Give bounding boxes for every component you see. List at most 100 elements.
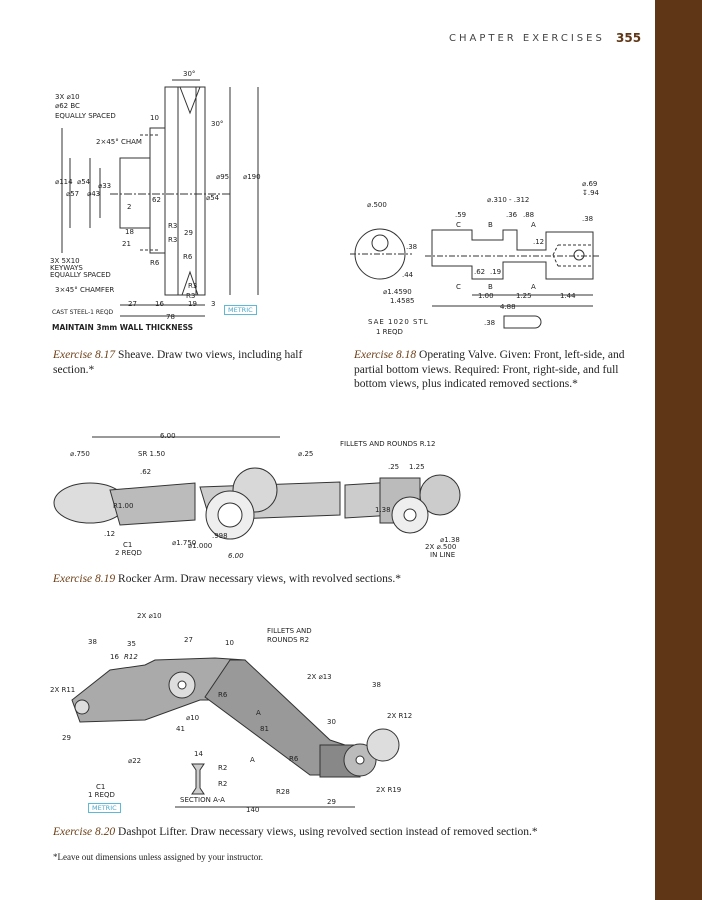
dimension-label: ⌀33 [98,182,112,190]
dimension-label: ⌀.500 [367,201,387,209]
dimension-label: R6 [183,253,193,261]
dimension-label: 38 [88,638,97,646]
dimension-label: 35 [127,640,136,648]
dimension-label: 2X R12 [387,712,413,720]
dimension-label: ⌀1.000 [188,542,213,550]
metric-badge: METRIC [224,305,257,315]
quantity-note: 1 REQD [88,791,115,799]
dimension-label: 27 [184,636,193,644]
dimension-label: .59 [455,211,467,219]
dimension-label: ⌀1.750 [172,539,197,547]
dimension-label: .998 [212,532,228,540]
dimension-label: ⌀1.38 [440,536,460,544]
caption-exercise-8-18: Exercise 8.18 Operating Valve. Given: Fr… [354,348,644,392]
dimension-label: 38 [372,681,381,689]
footnote: *Leave out dimensions unless assigned by… [53,852,263,862]
dimension-label: 1.44 [560,292,576,300]
sheave-drawing [61,79,259,317]
wall-thickness-note: MAINTAIN 3mm WALL THICKNESS [52,323,194,332]
dimension-label: R3 [188,282,198,290]
dimension-label: 16 [110,653,119,661]
dimension-label: .19 [490,268,502,276]
dimension-label: 1.25 [516,292,532,300]
dimension-label: 30° [183,70,196,78]
material-note: C1 [123,541,133,549]
section-marker: A [531,283,536,291]
dimension-label: .38 [582,215,594,223]
dimension-label: ⌀.750 [70,450,90,458]
caption-text: Sheave. Draw two views, including half s… [53,349,303,376]
dimension-label: 6.00 [228,552,244,560]
section-marker: A [250,756,255,764]
metric-badge: METRIC [88,803,121,813]
exercise-number: Exercise 8.20 [53,826,116,838]
dimension-label: .36 [506,211,518,219]
running-header: CHAPTER EXERCISES [449,33,605,44]
fillets-note: FILLETS AND [267,627,312,635]
dimension-label: R3 [168,222,178,230]
dimension-label: ⌀.310 - .312 [487,196,530,204]
dimension-label: ⌀57 [66,190,80,198]
dimension-label: ↧.94 [582,189,599,197]
fillets-note: FILLETS AND ROUNDS R.12 [340,440,436,448]
dimension-label: .12 [533,238,545,246]
dimension-label: 30° [211,120,224,128]
dimension-label: .38 [406,243,418,251]
exercise-number: Exercise 8.17 [53,349,116,361]
dimension-label: R6 [150,259,160,267]
section-marker: A [256,709,261,717]
callout-label: KEYWAYS [50,264,83,272]
section-marker: B [488,283,493,291]
dimension-label: 140 [246,806,260,814]
dimension-label: .88 [523,211,535,219]
dimension-label: ⌀43 [87,190,101,198]
dashpot-lifter-drawing [71,657,400,808]
dimension-label: 2X R11 [50,686,76,694]
callout-label: EQUALLY SPACED [50,271,111,279]
dimension-label: ⌀190 [243,173,261,181]
dimension-label: .25 [388,463,400,471]
section-title: SECTION A-A [180,796,225,804]
dimension-label: 4.88 [500,303,516,311]
valve-drawing [350,228,600,329]
section-marker: A [531,221,536,229]
dimension-label: 2X ⌀.500 [425,543,457,551]
caption-text: Operating Valve. Given: Front, left-side… [354,349,625,390]
quantity-note: 2 REQD [115,549,142,557]
dimension-label: .62 [474,268,486,276]
dimension-label: 78 [166,313,175,321]
dimension-label: ⌀10 [186,714,200,722]
dimension-label: 10 [225,639,234,647]
dimension-label: .38 [484,319,496,327]
dimension-label: .12 [104,530,116,538]
dimension-label: 29 [62,734,71,742]
dimension-label: 1.38 [375,506,391,514]
dimension-label: ⌀54 [206,194,220,202]
dimension-label: IN LINE [430,551,456,559]
dimension-label: ⌀.69 [582,180,598,188]
dimension-label: ⌀114 [55,178,73,186]
dimension-label: 2X ⌀13 [307,673,332,681]
dimension-label: 1.00 [478,292,494,300]
dimension-label: 30 [327,718,336,726]
dimension-label: 81 [260,725,269,733]
dimension-label: R1.00 [113,502,134,510]
chapter-color-tab [655,0,702,900]
callout-label: 3X ⌀10 [55,93,80,101]
dimension-label: ⌀95 [216,173,230,181]
dimension-label: R3 [186,292,196,300]
material-note: SAE 1020 STL [368,318,429,326]
dimension-label: ⌀22 [128,757,142,765]
exercise-number: Exercise 8.18 [354,349,417,361]
dimension-label: R3 [168,236,178,244]
exercise-number: Exercise 8.19 [53,573,116,585]
dimension-label: .62 [140,468,152,476]
dimension-label: 29 [184,229,193,237]
dimension-label: SR 1.50 [138,450,166,458]
caption-exercise-8-17: Exercise 8.17 Sheave. Draw two views, in… [53,348,303,377]
dimension-label: R2 [218,764,228,772]
section-marker: C [456,283,461,291]
